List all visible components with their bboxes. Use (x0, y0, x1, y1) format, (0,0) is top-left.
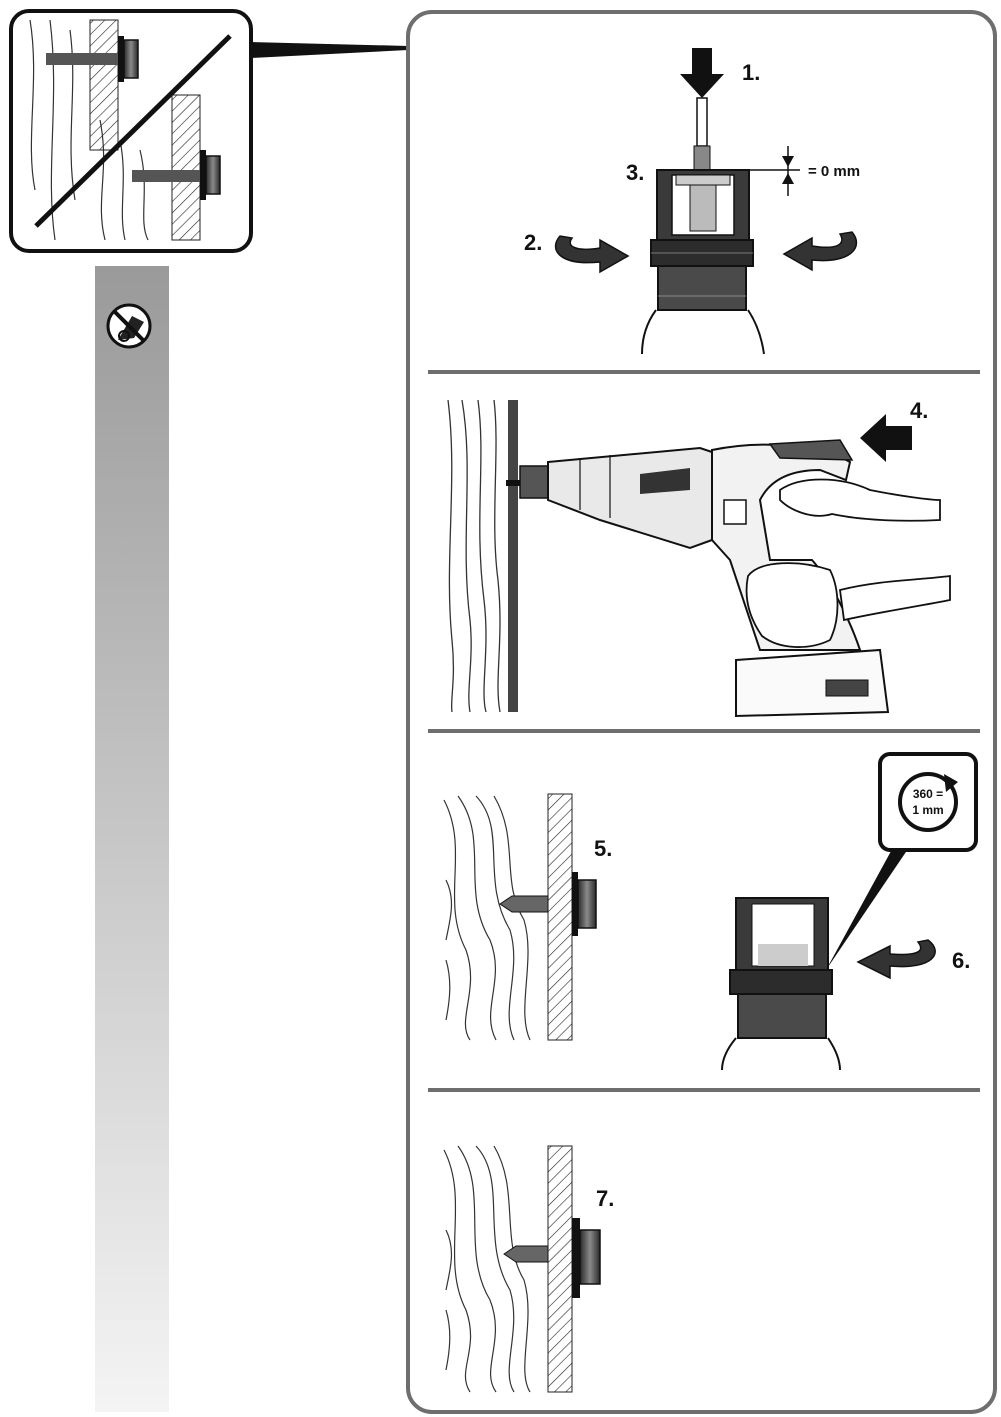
push-left-arrow-icon (860, 414, 912, 462)
step-6-label: 6. (952, 948, 970, 973)
panel-screwdriving: 4. (447, 398, 951, 718)
step-1-label: 1. (742, 60, 760, 85)
rotate-left-arrow-icon (554, 235, 630, 274)
screw-depth-comparison-icon (9, 9, 253, 253)
rotation-badge-line1: 360 = (913, 787, 943, 801)
step-5-label: 5. (594, 836, 612, 861)
rotate-adjust-arrow-icon (856, 939, 936, 980)
step-2-label: 2. (524, 230, 542, 255)
push-arrow-icon (680, 48, 724, 98)
panel-check-adjust: 5. 360 = 1 mm 6. (443, 752, 978, 1071)
panel-finished-result: 7. (443, 1145, 614, 1393)
step-4-label: 4. (910, 398, 928, 423)
sidebar-strip (95, 266, 169, 1412)
main-frame (406, 10, 997, 1414)
no-grinder-icon (106, 303, 152, 349)
rotation-badge-line2: 1 mm (912, 803, 943, 817)
rotate-right-arrow-icon (782, 231, 858, 272)
inset-connector (251, 42, 408, 58)
depth-zero-label: = 0 mm (808, 163, 860, 180)
step-7-label: 7. (596, 1186, 614, 1211)
panel-depth-setting: 1. 3. 2. = 0 mm (524, 48, 860, 355)
step-3-label: 3. (626, 160, 644, 185)
rotation-callout (878, 752, 978, 852)
rotate-clockwise-icon (944, 774, 958, 792)
